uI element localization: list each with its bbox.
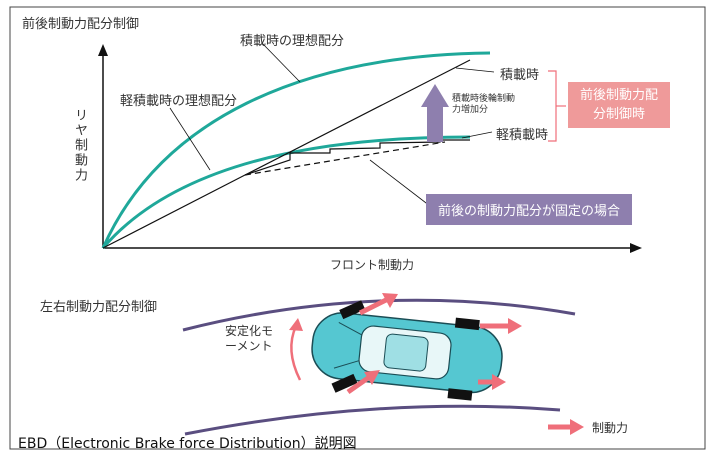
pink-box: 前後制動力配分制御時 xyxy=(568,82,670,128)
leader-loaded-ideal xyxy=(261,42,301,83)
x-axis-label: フロント制動力 xyxy=(330,258,415,272)
legend-label: 制動力 xyxy=(592,421,629,435)
wheel-front-right xyxy=(331,373,358,393)
brake-arrow-fl xyxy=(382,293,398,308)
brake-arrow-fr xyxy=(364,370,380,385)
light-ideal-label: 軽積載時の理想配分 xyxy=(120,94,238,109)
increase-arrow-head xyxy=(421,84,449,107)
car-roof xyxy=(383,333,429,372)
moment-label: 安定化モーメント xyxy=(225,324,274,353)
bracket xyxy=(548,70,557,142)
bottom-diagram-title: 左右制動力配分制御 xyxy=(40,300,158,315)
leader-light-ideal xyxy=(169,107,211,171)
increase-note: 積載時後輪制動力増加分 xyxy=(452,94,516,115)
moment-arrow xyxy=(290,325,302,381)
wheel-rear-left xyxy=(454,317,480,331)
frame-border xyxy=(9,6,706,450)
brake-arrow-rr xyxy=(492,374,506,390)
loaded-ideal-label: 積載時の理想配分 xyxy=(240,34,345,49)
y-axis-label: リヤ制動力 xyxy=(72,108,87,183)
increase-arrow-shaft xyxy=(427,106,443,142)
leader-loaded xyxy=(455,67,495,73)
top-diagram-title: 前後制動力配分制御 xyxy=(22,17,140,32)
purple-box: 前後の制動力配分が固定の場合 xyxy=(426,194,633,225)
fixed-line-dashed xyxy=(244,141,446,176)
loaded-line-label: 積載時 xyxy=(500,68,540,83)
wheel-rear-right xyxy=(447,388,473,401)
brake-arrow-rl xyxy=(508,318,522,334)
leader-fixed xyxy=(369,159,431,207)
figure-caption: EBD（Electronic Brake force Distribution）… xyxy=(18,436,357,452)
brake-distribution-chart xyxy=(98,42,642,253)
wheel-front-left xyxy=(339,300,366,320)
fixed-line xyxy=(102,174,246,249)
legend-arrow-head xyxy=(570,419,584,435)
car xyxy=(311,300,503,401)
y-axis-arrow xyxy=(98,44,108,56)
loaded-control-line xyxy=(244,59,471,176)
x-axis-arrow xyxy=(630,243,642,253)
loaded-ideal-curve xyxy=(101,51,491,249)
light-ideal-curve xyxy=(101,135,471,249)
brake-force-arrows xyxy=(346,293,522,395)
leader-light xyxy=(461,131,493,139)
road-inner xyxy=(184,404,561,436)
light-line-label: 軽積載時 xyxy=(496,128,549,143)
lr-distribution-diagram xyxy=(182,293,584,436)
moment-arrow-head xyxy=(289,318,303,331)
